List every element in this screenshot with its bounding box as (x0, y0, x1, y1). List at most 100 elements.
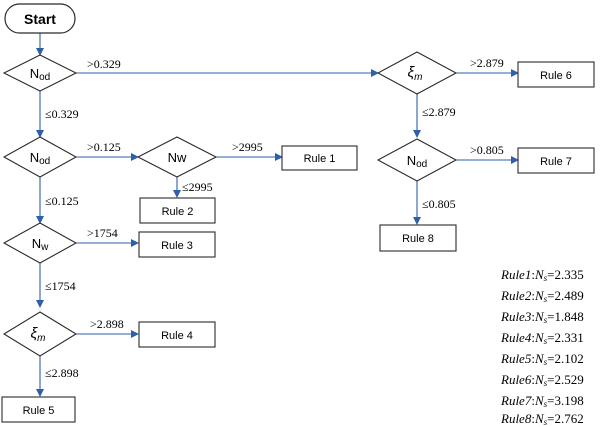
decision-label-nod-1-main: N (30, 66, 39, 81)
legend-row-7-value: 3.198 (554, 393, 583, 408)
decision-label-nod-3-sub: od (416, 159, 427, 170)
edge-label-n1-right: >0.329 (87, 57, 121, 71)
legend-row-8-sub: s (544, 417, 548, 427)
decision-label-xi-1: ξm (30, 325, 45, 344)
edge-label-n5-right: >2.898 (90, 317, 124, 331)
decision-label-xi-2-main: ξ (407, 64, 415, 81)
decision-label-nod-3-main: N (407, 153, 416, 168)
edge-label-n7-right: >0.805 (470, 143, 504, 157)
decision-xi-2 (376, 51, 458, 95)
rule-box-8 (379, 224, 457, 252)
legend-row-4-colon: : (531, 330, 535, 345)
legend-row-7-colon: : (531, 393, 535, 408)
legend-row-8-value: 2.762 (554, 411, 583, 426)
legend-row-6-value: 2.529 (554, 372, 583, 387)
rule-box-1 (281, 145, 358, 171)
legend-row-6-var: N (534, 372, 545, 387)
edge-label-n1-down: ≤0.329 (45, 107, 79, 121)
legend-row-1-var: N (534, 267, 545, 282)
legend-row-4-var: N (534, 330, 545, 345)
edge-label-n3-right: >2995 (232, 140, 263, 154)
legend-row-5-var: N (534, 351, 545, 366)
legend-row-3-rule: Rule3 (500, 309, 532, 324)
decision-label-xi-1-sub: m (37, 333, 45, 344)
rule-label-3: Rule 3 (161, 240, 193, 252)
decision-label-nw-2-main: N (32, 236, 41, 251)
rule-label-8: Rule 8 (402, 233, 434, 245)
start-label: Start (24, 11, 56, 27)
decision-label-xi-1-main: ξ (30, 325, 38, 342)
legend-row-4-value: 2.331 (554, 330, 583, 345)
legend-row-1: Rule1:Ns=2.335 (500, 267, 584, 283)
legend-row-5: Rule5:Ns=2.102 (500, 351, 584, 367)
rule-box-7 (517, 147, 595, 174)
decision-label-nod-1-sub: od (39, 72, 50, 83)
rule-label-1: Rule 1 (304, 153, 336, 165)
legend-row-6-sub: s (544, 378, 548, 388)
decision-xi-1 (2, 311, 78, 357)
rule-label-4: Rule 4 (161, 330, 193, 342)
rule-box-2 (139, 197, 216, 224)
edge-label-n5-down: ≤2.898 (45, 366, 79, 380)
rule-box-6 (517, 61, 595, 88)
decision-label-nod-1: Nod (30, 66, 51, 83)
legend-row-2-value: 2.489 (554, 288, 583, 303)
rule-box-4 (138, 321, 216, 348)
legend-row-7: Rule7:Ns=3.198 (500, 393, 584, 409)
legend-row-7-rule: Rule7 (500, 393, 532, 408)
legend-row-5-eq: = (547, 351, 554, 366)
legend-row-3-eq: = (547, 309, 554, 324)
edge-label-n3-down: ≤2995 (182, 180, 213, 194)
legend-row-2-rule: Rule2 (500, 288, 532, 303)
edge-label-n4-down: ≤1754 (45, 279, 76, 293)
legend-row-6-eq: = (547, 372, 554, 387)
legend-row-1-colon: : (531, 267, 535, 282)
decision-nw-2 (2, 222, 78, 264)
rule-label-6: Rule 6 (540, 70, 572, 82)
legend-row-4-rule: Rule4 (500, 330, 532, 345)
decision-label-xi-2-sub: m (414, 72, 422, 83)
legend-row-5-rule: Rule5 (500, 351, 532, 366)
legend-row-1-sub: s (544, 273, 548, 283)
legend-row-4-sub: s (544, 336, 548, 346)
legend-row-7-eq: = (547, 393, 554, 408)
decision-label-nod-2-sub: od (39, 156, 50, 167)
legend-row-2-var: N (534, 288, 545, 303)
legend-row-8-var: N (534, 411, 545, 426)
legend-row-1-rule: Rule1 (500, 267, 531, 282)
start-terminal (4, 3, 76, 34)
edge-label-n6-right: >2.879 (470, 56, 504, 70)
legend-row-6-rule: Rule6 (500, 372, 532, 387)
edge-label-n4-right: >1754 (87, 226, 118, 240)
decision-nod-2 (2, 136, 78, 178)
decision-label-nod-3: Nod (407, 153, 428, 170)
decision-nw-1 (136, 136, 218, 178)
legend-row-7-var: N (534, 393, 545, 408)
legend-row-1-value: 2.335 (554, 267, 583, 282)
decision-label-nod-2: Nod (30, 150, 51, 167)
decision-label-nw-1-main: Nw (168, 150, 187, 165)
legend-row-8-eq: = (547, 411, 554, 426)
legend-row-1-eq: = (547, 267, 554, 282)
legend-row-5-colon: : (531, 351, 535, 366)
decision-label-nod-2-main: N (30, 150, 39, 165)
legend-row-5-sub: s (544, 357, 548, 367)
edge-label-n2-down: ≤0.125 (45, 194, 79, 208)
legend-row-8: Rule8:Ns=2.762 (500, 411, 584, 427)
decision-label-nw-2-sub: w (40, 242, 49, 253)
decision-label-nw-1: Nw (168, 150, 187, 165)
legend-row-2: Rule2:Ns=2.489 (500, 288, 584, 304)
rule-box-3 (138, 231, 216, 258)
legend-row-2-colon: : (531, 288, 535, 303)
legend-row-3-sub: s (544, 315, 548, 325)
legend-row-8-colon: : (531, 411, 535, 426)
decision-label-xi-2: ξm (407, 64, 422, 83)
legend-row-8-rule: Rule8 (500, 411, 532, 426)
decision-nod-3 (376, 138, 458, 182)
edge-label-n7-down: ≤0.805 (422, 197, 456, 211)
legend-row-4-eq: = (547, 330, 554, 345)
rule-label-5: Rule 5 (23, 405, 55, 417)
rule-label-7: Rule 7 (540, 156, 572, 168)
